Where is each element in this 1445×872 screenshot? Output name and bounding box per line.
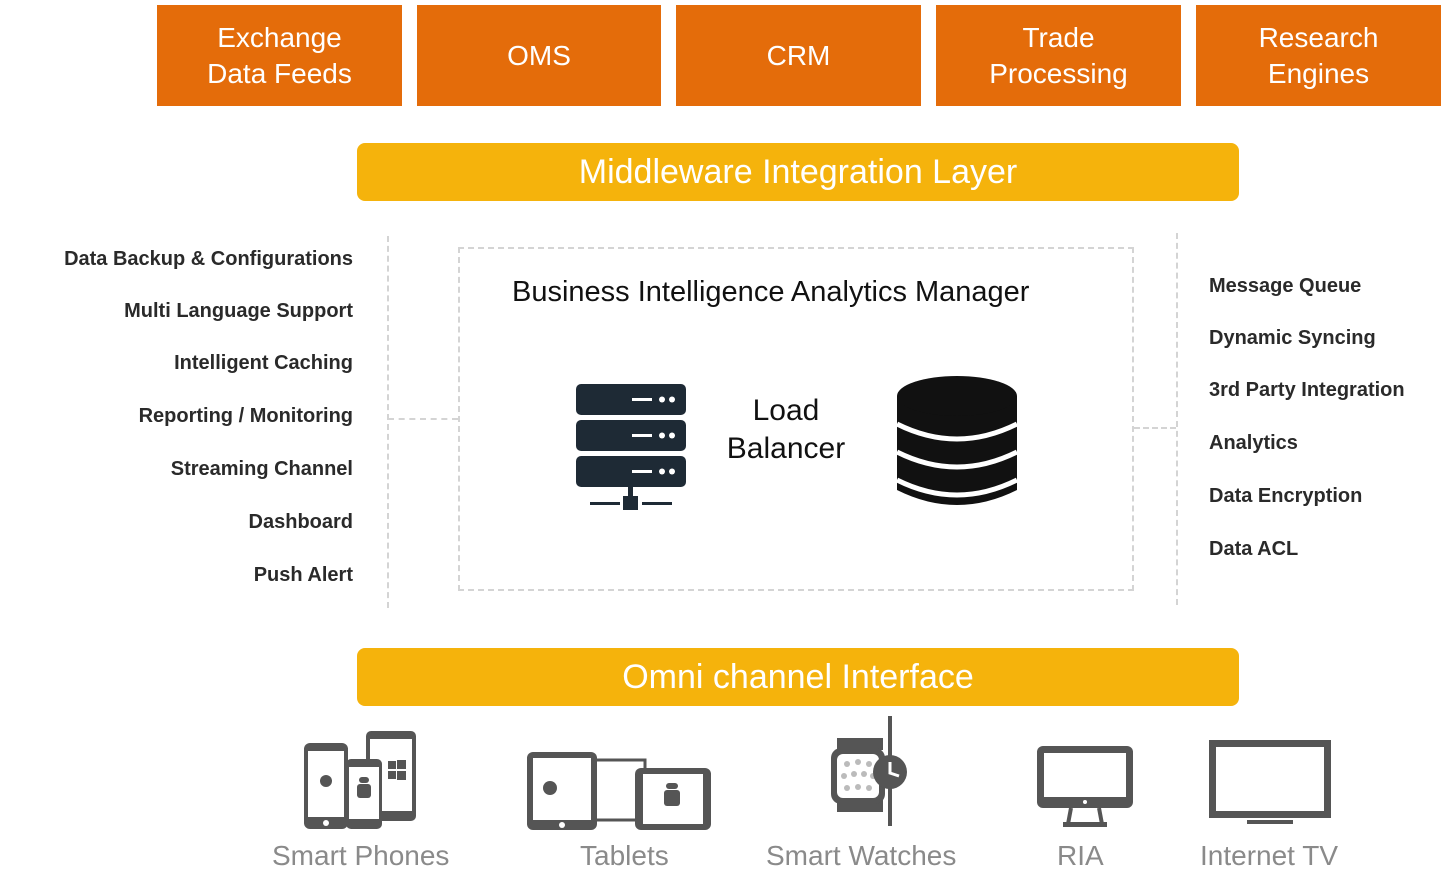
right-divider <box>1176 233 1178 605</box>
right-connector <box>1134 427 1176 429</box>
feature-message-queue: Message Queue <box>1209 275 1362 297</box>
feature-push-alert: Push Alert <box>253 564 353 586</box>
middleware-integration-layer: Middleware Integration Layer <box>357 143 1239 201</box>
server-icon <box>576 384 686 510</box>
smartwatch-icon <box>831 716 907 826</box>
load-balancer-label: Load Balancer <box>726 394 846 465</box>
device-label-internet-tv: Internet TV <box>1200 840 1339 871</box>
feature-dynamic-syncing: Dynamic Syncing <box>1209 327 1376 349</box>
feature-data-encryption: Data Encryption <box>1209 485 1363 507</box>
device-label-ria: RIA <box>1057 840 1104 871</box>
device-label-smart-watches: Smart Watches <box>766 840 957 871</box>
feature-intelligent-caching: Intelligent Caching <box>174 352 353 374</box>
source-oms: OMS <box>417 5 661 106</box>
feature-analytics: Analytics <box>1209 432 1298 454</box>
feature-dashboard: Dashboard <box>248 511 353 533</box>
database-icon <box>895 376 1019 505</box>
omni-channel-interface: Omni channel Interface <box>357 648 1239 706</box>
feature-reporting-monitoring: Reporting / Monitoring <box>138 405 353 427</box>
bi-analytics-manager-box <box>458 247 1134 591</box>
left-connector <box>388 418 458 420</box>
tv-icon <box>1209 740 1331 824</box>
smartphones-icon <box>304 731 416 829</box>
feature-third-party-integration: 3rd Party Integration <box>1209 379 1405 401</box>
source-trade-processing: Trade Processing <box>936 5 1181 106</box>
tablets-icon <box>527 752 711 830</box>
left-divider <box>387 236 389 608</box>
source-crm: CRM <box>676 5 921 106</box>
bi-analytics-manager-title: Business Intelligence Analytics Manager <box>512 276 1030 308</box>
device-label-smart-phones: Smart Phones <box>272 840 450 871</box>
feature-data-backup: Data Backup & Configurations <box>64 248 353 270</box>
source-research-engines: Research Engines <box>1196 5 1441 106</box>
monitor-icon <box>1037 746 1133 827</box>
feature-data-acl: Data ACL <box>1209 538 1299 560</box>
feature-multi-language: Multi Language Support <box>124 300 353 322</box>
feature-streaming-channel: Streaming Channel <box>170 458 353 480</box>
source-exchange-data-feeds: Exchange Data Feeds <box>157 5 402 106</box>
device-label-tablets: Tablets <box>580 840 669 871</box>
